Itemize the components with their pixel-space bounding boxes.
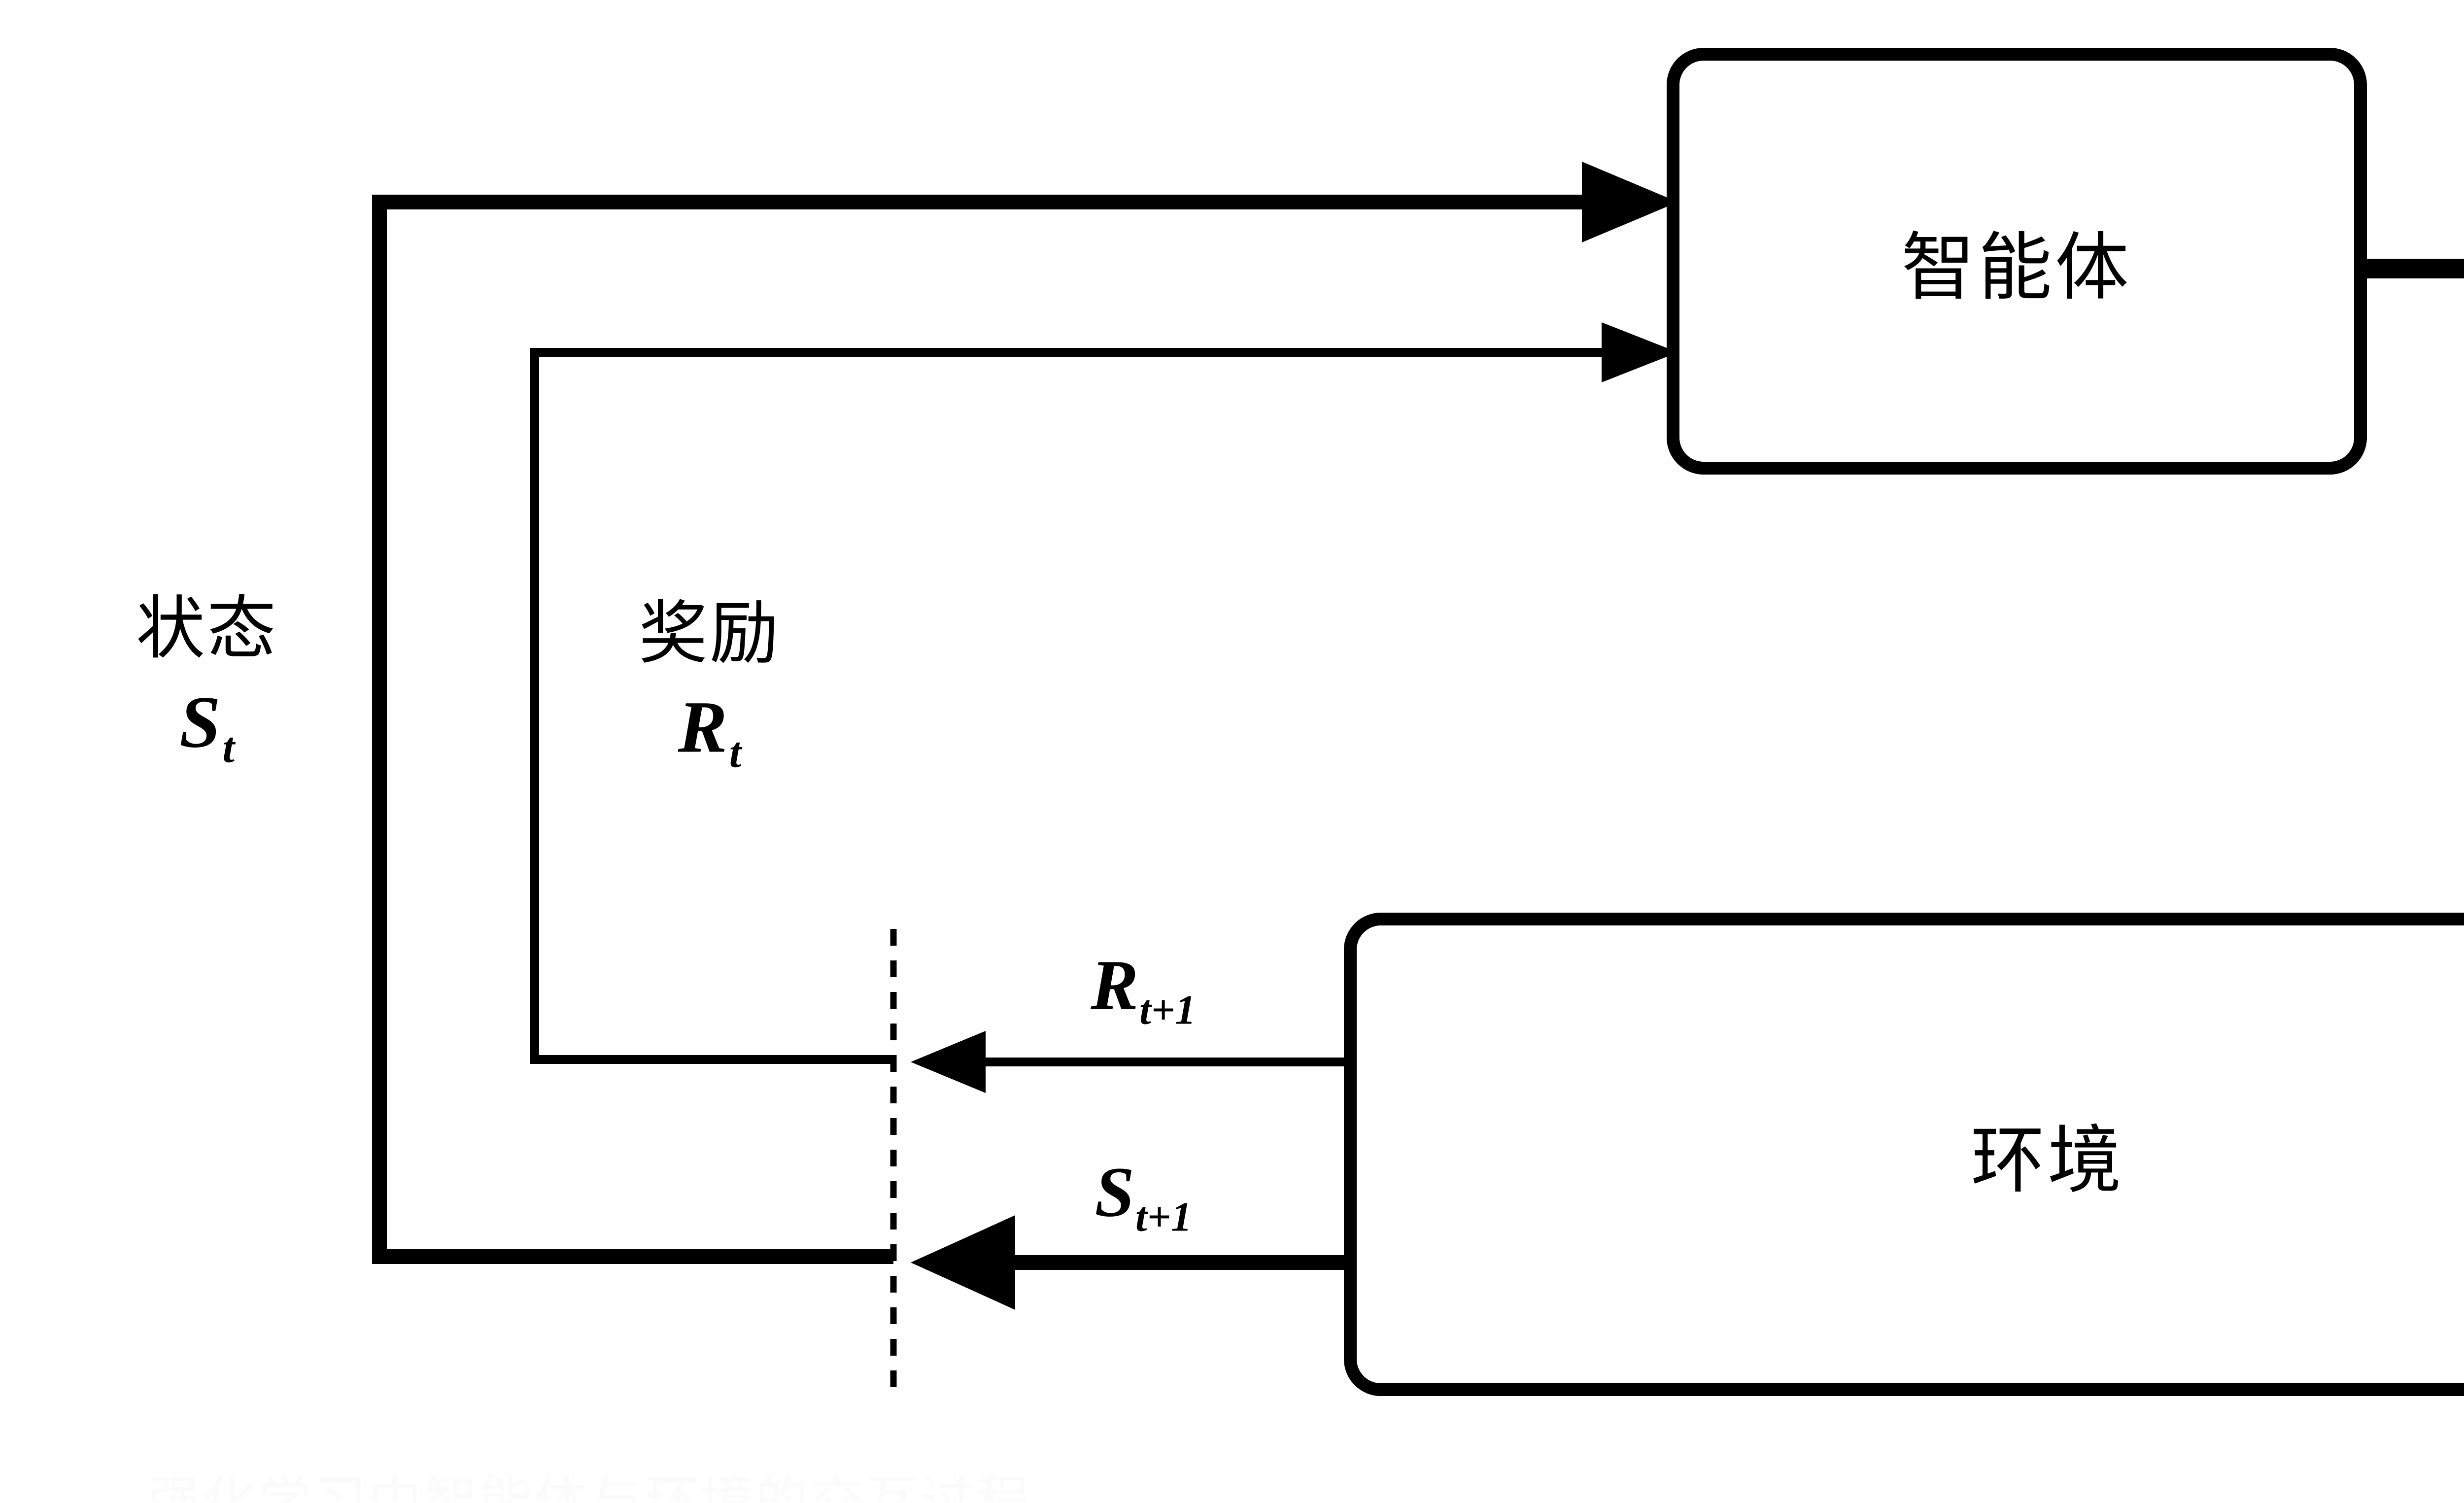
reward-side-label: 奖励 Rt — [638, 593, 781, 781]
path-reward-emit — [911, 1031, 1350, 1093]
path-state-emit — [911, 1215, 1350, 1310]
state-symbol: St — [179, 681, 235, 772]
reward-label-cn: 奖励 — [638, 593, 781, 674]
arrowhead-state-out — [911, 1215, 1015, 1310]
arrowhead-reward-out — [911, 1031, 986, 1093]
arrowhead-reward-in — [1602, 322, 1678, 382]
environment-box[interactable] — [1344, 913, 2464, 1396]
agent-box[interactable] — [1667, 48, 2367, 475]
path-state-feedback — [372, 162, 1678, 1264]
state-next-edge-label: St+1 — [1095, 1153, 1192, 1240]
figure-caption: 强化学习中智能体与环境的交互过程 — [148, 1474, 1031, 1502]
path-reward-feedback — [530, 322, 1678, 1064]
arrowhead-state-in — [1582, 162, 1678, 242]
state-label-cn: 状态 — [136, 588, 278, 669]
reward-symbol: Rt — [678, 686, 742, 777]
state-side-label: 状态 St — [136, 588, 278, 776]
reward-next-edge-label: Rt+1 — [1091, 946, 1196, 1033]
